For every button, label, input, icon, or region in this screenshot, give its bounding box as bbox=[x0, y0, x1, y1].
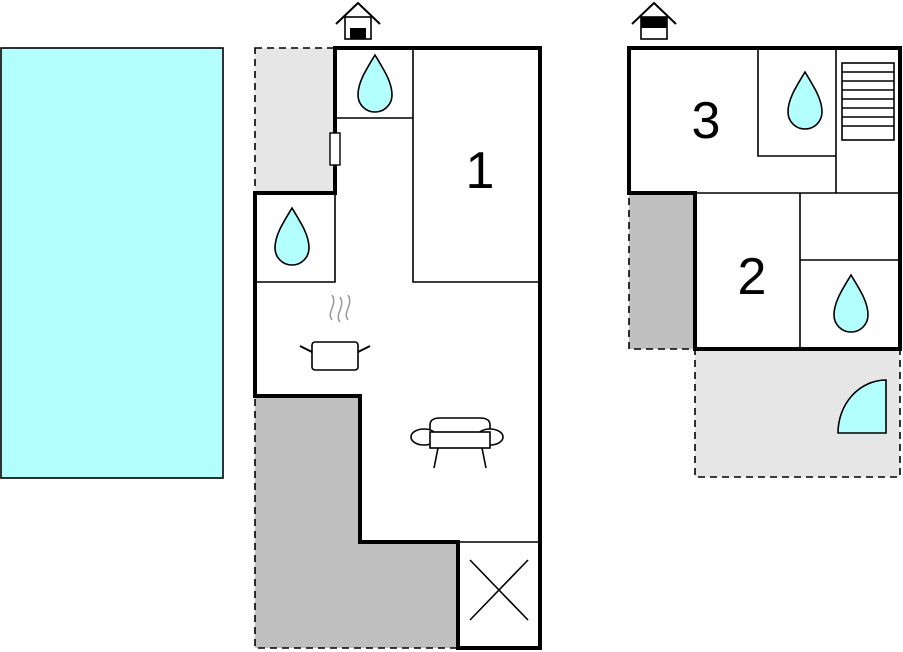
sofa-icon bbox=[410, 417, 504, 469]
ground-floor-walls bbox=[253, 46, 542, 650]
upper-floor-walls bbox=[627, 46, 902, 351]
void-cross-icon bbox=[469, 559, 529, 621]
entrance-icon bbox=[335, 1, 381, 40]
cooking-pot-icon bbox=[299, 294, 371, 371]
swimming-pool bbox=[0, 47, 224, 479]
shower-icon bbox=[837, 379, 887, 434]
water-drop-icon bbox=[274, 206, 310, 266]
terrace-upper-left bbox=[254, 47, 336, 194]
water-drop-icon bbox=[357, 53, 393, 113]
entrance-icon bbox=[631, 1, 677, 40]
stairs-icon bbox=[841, 62, 895, 141]
water-drop-icon bbox=[787, 70, 823, 130]
terrace-upper-floor-left bbox=[628, 192, 696, 350]
room-number-3: 3 bbox=[692, 92, 721, 150]
window bbox=[329, 132, 341, 166]
room-number-1: 1 bbox=[466, 142, 495, 200]
room-number-2: 2 bbox=[738, 248, 767, 306]
water-drop-icon bbox=[833, 273, 869, 333]
